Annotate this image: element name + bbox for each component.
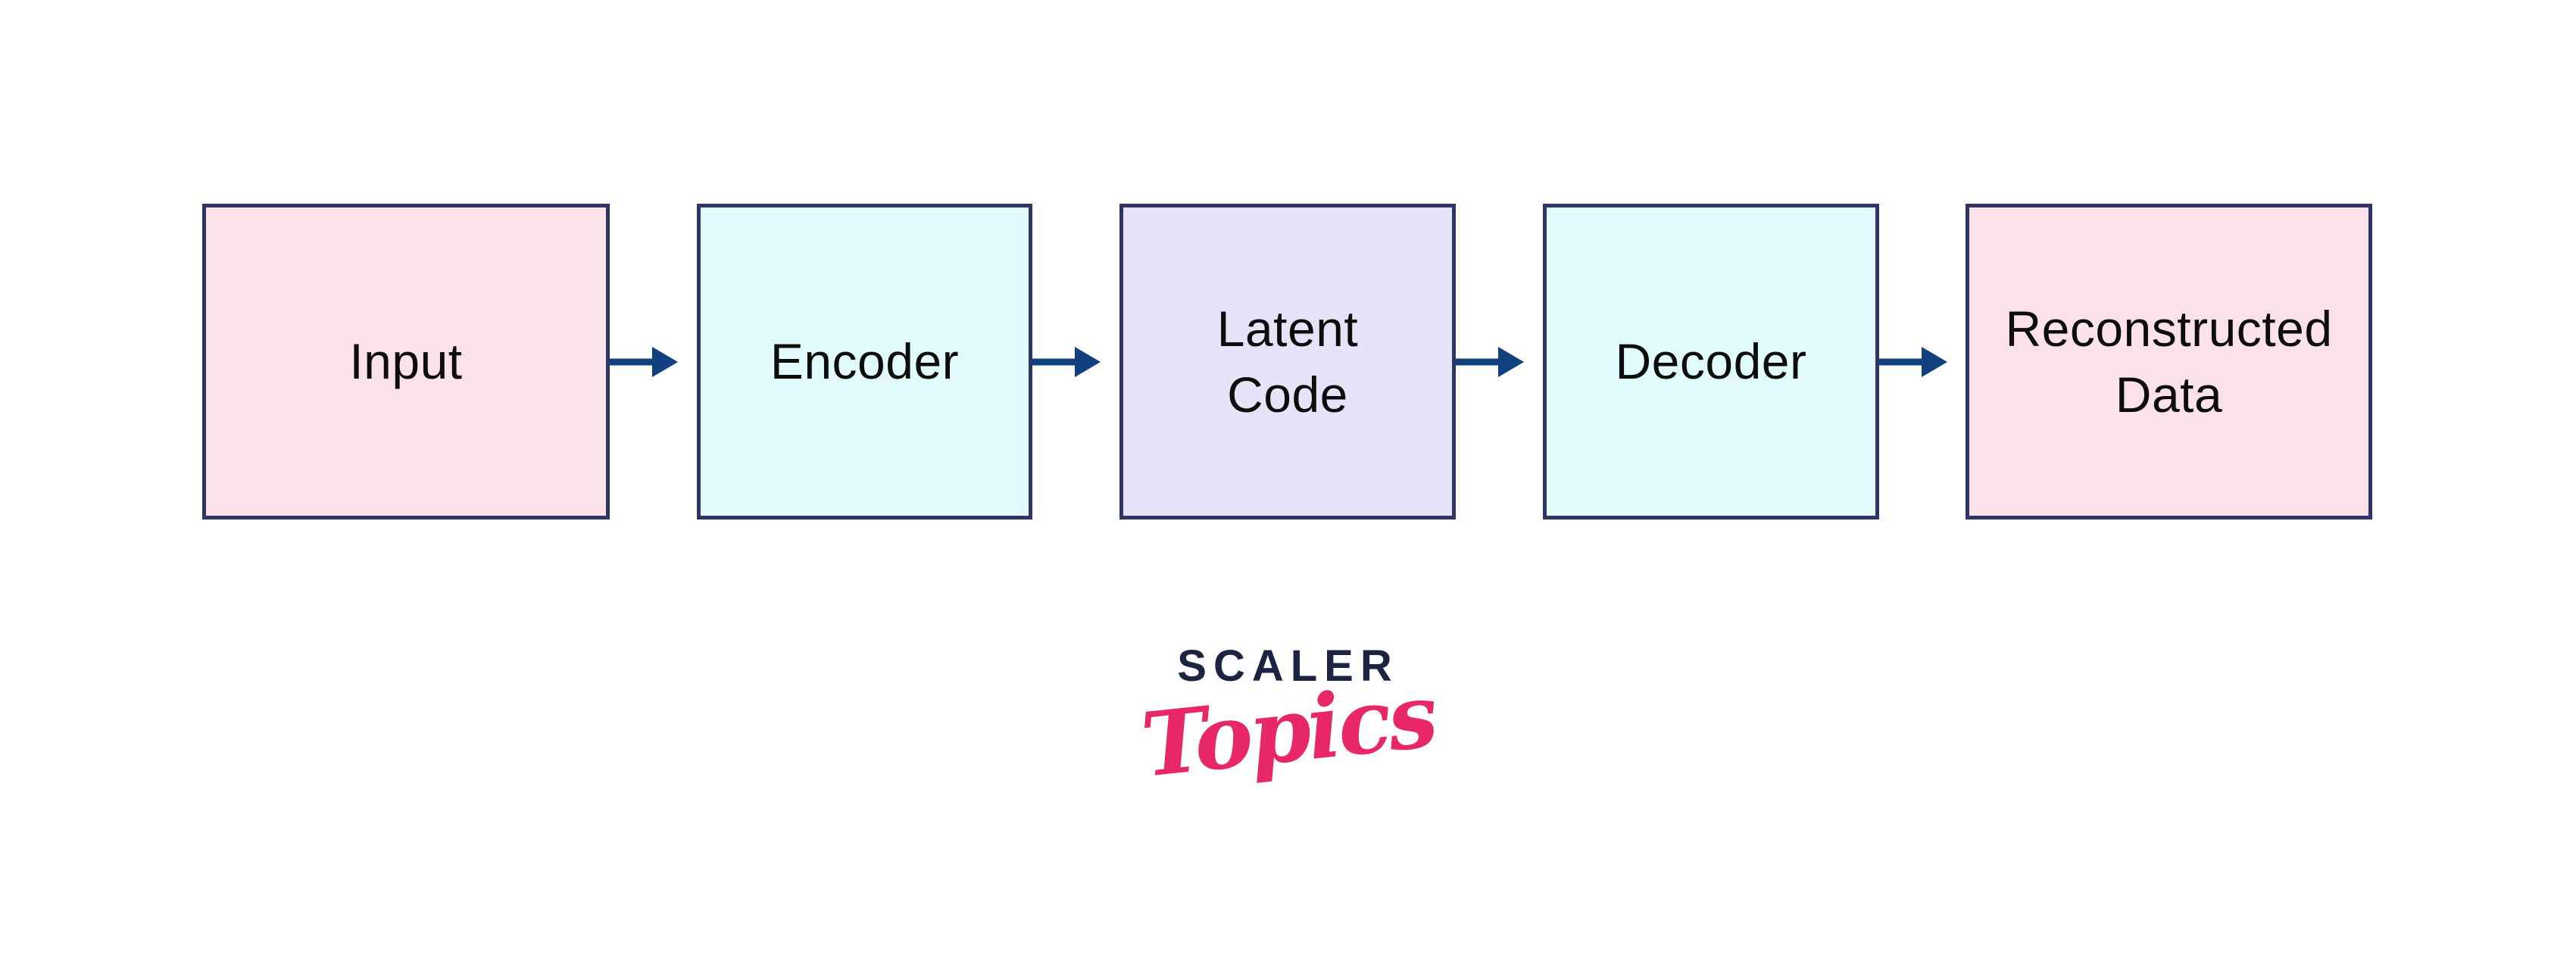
scaler-topics-logo: SCALER Topics xyxy=(0,641,2576,797)
latent-code-box: Latent Code xyxy=(1119,204,1456,520)
reconstructed-data-box: Reconstructed Data xyxy=(1966,204,2372,520)
reconstructed-data-box-label: Reconstructed Data xyxy=(2005,300,2333,423)
decoder-box-label: Decoder xyxy=(1615,333,1807,389)
flow-arrow-icon xyxy=(1879,347,1947,377)
decoder-box: Decoder xyxy=(1543,204,1879,520)
encoder-box: Encoder xyxy=(697,204,1032,520)
logo-brand-text: SCALER xyxy=(1177,641,1399,691)
input-box: Input xyxy=(202,204,610,520)
latent-code-box-label: Latent Code xyxy=(1216,300,1359,423)
input-box-label: Input xyxy=(349,333,463,389)
flow-arrow-icon xyxy=(610,347,678,377)
flow-arrow-icon xyxy=(1032,347,1101,377)
flow-arrow-icon xyxy=(1456,347,1524,377)
encoder-box-label: Encoder xyxy=(770,333,960,389)
logo-sub-text: Topics xyxy=(1136,664,1440,797)
